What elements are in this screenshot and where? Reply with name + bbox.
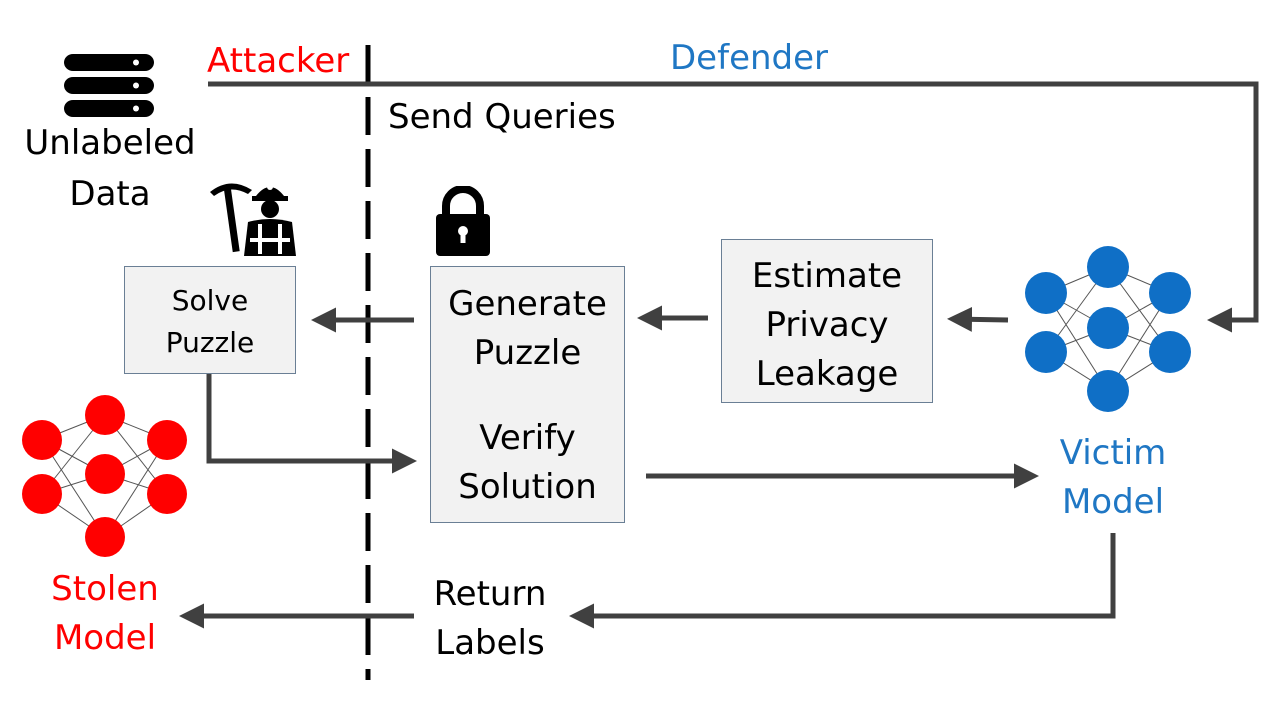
victim-to-return-arrow <box>569 533 1116 629</box>
stolen-model-network-icon <box>22 395 187 557</box>
victim-to-estimate-arrow <box>947 306 1009 332</box>
send-queries-arrow <box>208 81 1259 333</box>
lock-icon <box>436 186 490 256</box>
victim-model-label: Victim Model <box>1059 433 1167 522</box>
unlabeled-data-label: Unlabeled Data <box>24 123 196 214</box>
victim-model-network-icon <box>1025 246 1191 412</box>
solve-puzzle-box: Solve Puzzle <box>124 266 296 374</box>
generate-verify-box: Generate Puzzle Verify Solution <box>430 266 625 523</box>
estimate-privacy-box: Estimate Privacy Leakage <box>721 239 933 403</box>
send-queries-label: Send Queries <box>388 97 616 137</box>
generate-puzzle-label: Generate Puzzle <box>448 284 607 373</box>
return-labels-label: Return Labels <box>433 574 547 663</box>
miner-icon <box>210 183 296 256</box>
solve-puzzle-label: Solve Puzzle <box>165 284 255 359</box>
stolen-model-label: Stolen Model <box>51 569 159 658</box>
solve-to-verify-arrow <box>206 374 417 474</box>
estimate-privacy-label: Estimate Privacy Leakage <box>751 256 903 394</box>
defender-label: Defender <box>670 38 829 78</box>
verify-solution-label: Verify Solution <box>458 418 597 507</box>
attacker-label: Attacker <box>207 41 350 81</box>
database-icon <box>64 54 154 117</box>
